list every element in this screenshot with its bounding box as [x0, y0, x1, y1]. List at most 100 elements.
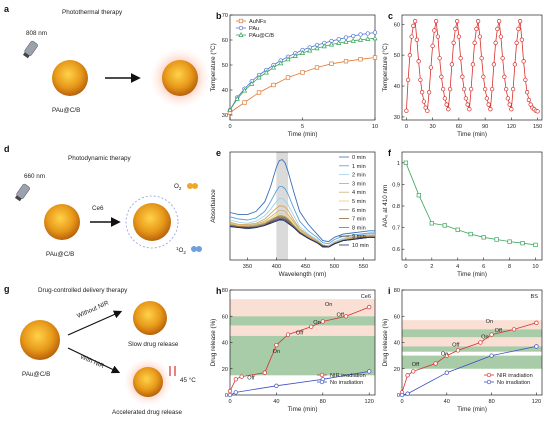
y-tick-label: 0	[397, 393, 400, 399]
panel-a-title: Photothermal therapy	[62, 9, 123, 16]
data-point	[242, 100, 247, 105]
data-point	[407, 52, 413, 58]
data-point	[350, 37, 356, 43]
data-point	[509, 107, 514, 112]
legend-marker	[319, 379, 325, 385]
data-point	[285, 56, 291, 62]
slow-release-nanoparticle-icon	[133, 301, 167, 335]
data-point	[502, 74, 507, 79]
release-band	[402, 329, 542, 338]
data-point	[405, 391, 410, 396]
data-point	[411, 23, 416, 28]
data-point	[404, 108, 409, 113]
data-point	[524, 90, 530, 95]
data-point	[472, 40, 477, 45]
x-tick-label: 350	[243, 264, 252, 270]
on-off-label: On	[325, 302, 332, 308]
x-tick-label: 40	[444, 399, 450, 405]
data-point	[285, 332, 291, 337]
series-line	[229, 219, 375, 248]
release-band	[230, 316, 375, 326]
y-axis-label: Absorbance	[210, 189, 217, 223]
data-point	[468, 86, 474, 92]
legend-label: 1 min	[352, 164, 366, 170]
data-point	[262, 370, 267, 375]
y-tick-label: 70	[222, 13, 228, 19]
data-point	[307, 47, 313, 53]
data-point	[521, 59, 526, 64]
data-point	[449, 62, 455, 67]
legend-marker	[486, 379, 492, 385]
data-point	[519, 37, 525, 42]
on-off-label: On	[441, 352, 448, 358]
panel-g-particle: PAu@C/B	[22, 371, 50, 378]
data-point	[489, 86, 495, 92]
y-tick-label: 50	[394, 53, 400, 59]
x-tick-label: 8	[508, 264, 511, 270]
laser-icon	[22, 40, 38, 59]
data-point	[372, 35, 378, 41]
data-point	[405, 373, 410, 378]
y-tick-label: 40	[394, 341, 400, 347]
data-point	[343, 314, 349, 319]
data-point	[314, 45, 320, 51]
x-tick-label: 0	[228, 124, 231, 130]
legend-marker	[238, 18, 244, 24]
data-point	[299, 50, 306, 55]
data-point	[458, 56, 463, 61]
data-point	[227, 107, 233, 112]
result-top-label: Slow drug release	[128, 341, 179, 348]
y-tick-label: 40	[222, 341, 228, 347]
data-point	[507, 102, 512, 107]
x-tick-label: 550	[359, 264, 368, 270]
panel-a-wavelength: 808 nm	[26, 30, 47, 37]
legend-label: 2 min	[352, 173, 366, 179]
chart-annotation: BS	[531, 294, 539, 300]
data-point	[474, 26, 479, 32]
series-line	[401, 322, 537, 393]
data-point	[365, 31, 370, 36]
release-band	[230, 335, 375, 376]
nanoparticle-icon	[20, 320, 60, 360]
y-tick-label: 60	[394, 22, 400, 28]
data-point	[421, 99, 427, 104]
panel-d-o2: O2	[174, 183, 182, 191]
data-point	[270, 64, 277, 70]
heat-arrows-icon	[169, 366, 176, 376]
data-point	[365, 36, 371, 41]
y-tick-label: 60	[394, 314, 400, 320]
data-point	[475, 19, 481, 24]
data-point	[534, 344, 539, 349]
data-point	[468, 231, 473, 237]
legend-marker	[238, 32, 244, 37]
data-point	[514, 40, 519, 45]
data-point	[233, 377, 238, 382]
x-tick-label: 0	[228, 399, 231, 405]
x-tick-label: 150	[533, 124, 542, 130]
release-band	[230, 308, 375, 317]
data-point	[314, 65, 320, 70]
on-off-label: On	[486, 319, 493, 325]
legend-label: 3 min	[352, 181, 366, 187]
data-point	[336, 40, 342, 45]
data-point	[278, 60, 284, 66]
legend-label: 0 min	[352, 155, 366, 161]
temp-label: 45 °C	[180, 376, 196, 384]
data-point	[411, 369, 416, 374]
data-point	[505, 96, 511, 101]
data-point	[507, 239, 512, 244]
singlet-oxygen-icon	[191, 246, 197, 252]
data-point	[453, 26, 458, 32]
x-tick-label: 4	[456, 264, 459, 270]
legend-marker	[486, 372, 492, 378]
legend-marker	[238, 25, 244, 31]
oxygen-icon	[187, 183, 193, 189]
x-axis-label: Wavelength (nm)	[279, 271, 327, 278]
data-point	[367, 369, 372, 374]
data-point	[309, 324, 314, 329]
on-off-label: Off	[452, 342, 460, 348]
legend-label: 8 min	[352, 225, 366, 231]
